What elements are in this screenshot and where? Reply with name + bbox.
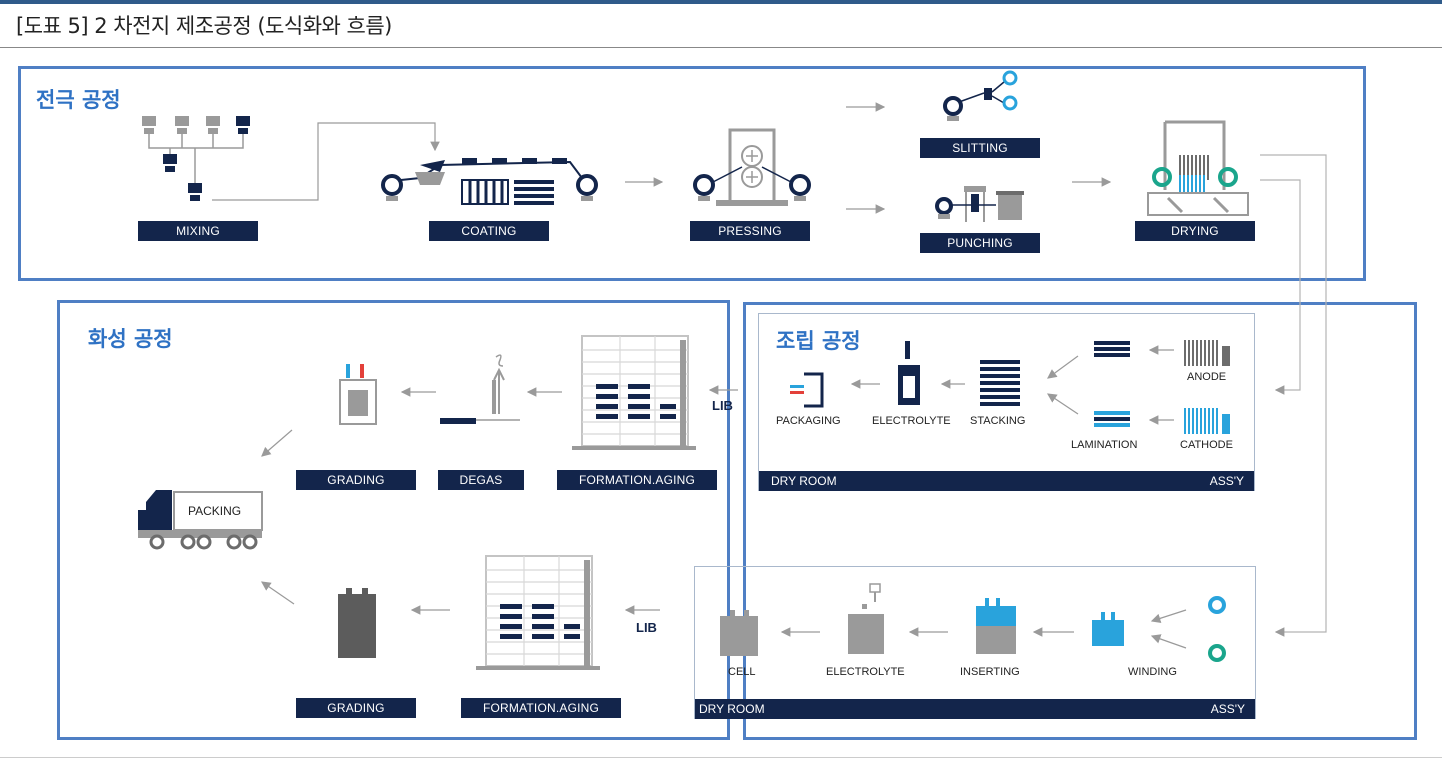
pressing-label: PRESSING — [690, 221, 810, 241]
electrolyte-top-illustration — [898, 341, 920, 405]
mixing-illustration — [142, 116, 250, 201]
lamination-illustration — [1094, 341, 1130, 427]
packaging-illustration — [790, 372, 824, 408]
dry-room-bottom-bar: DRY ROOM ASS'Y — [695, 699, 1255, 719]
formation-aging-bottom-illustration — [476, 555, 600, 670]
grading-bottom-illustration — [338, 588, 376, 658]
grading-top-label: GRADING — [296, 470, 416, 490]
cathode-caption: CATHODE — [1180, 439, 1233, 451]
inserting-illustration — [976, 598, 1016, 654]
electrolyte-bottom-illustration — [848, 583, 884, 654]
dry-room-top-text: DRY ROOM — [771, 474, 837, 488]
formation-aging-bottom-label: FORMATION.AGING — [461, 698, 621, 718]
winding-illustration — [1092, 596, 1226, 662]
footer-divider — [0, 757, 1442, 758]
stacking-illustration — [980, 360, 1020, 406]
grading-top-illustration — [339, 364, 377, 425]
winding-caption: WINDING — [1128, 666, 1177, 678]
formation-process-frame — [57, 300, 730, 740]
assy-top-text: ASS'Y — [1209, 474, 1244, 488]
electrolyte-bottom-caption: ELECTROLYTE — [826, 666, 905, 678]
figure-title: [도표 5] 2 차전지 제조공정 (도식화와 흐름) — [16, 14, 392, 38]
slitting-illustration — [943, 70, 1018, 121]
lib-bottom-label: LIB — [636, 620, 657, 635]
degas-illustration — [440, 354, 520, 424]
packaging-caption: PACKAGING — [776, 415, 841, 427]
electrode-process-frame — [18, 66, 1366, 281]
truck-illustration — [138, 490, 263, 550]
pressing-illustration — [693, 128, 811, 206]
electrolyte-top-caption: ELECTROLYTE — [872, 415, 951, 427]
formation-aging-top-label: FORMATION.AGING — [557, 470, 717, 490]
packing-caption: PACKING — [188, 504, 242, 518]
cell-illustration — [720, 610, 758, 656]
coating-label: COATING — [429, 221, 549, 241]
slitting-label: SLITTING — [920, 138, 1040, 158]
assembly-process-frame — [743, 302, 1417, 740]
assembly-process-title: 조립 공정 — [776, 329, 861, 353]
assy-bottom-text: ASS'Y — [1210, 702, 1245, 716]
header-divider — [0, 47, 1442, 48]
anode-illustration — [1184, 340, 1230, 366]
dry-room-top-bar: DRY ROOM ASS'Y — [759, 471, 1254, 491]
grading-bottom-label: GRADING — [296, 698, 416, 718]
lamination-caption: LAMINATION — [1071, 439, 1138, 451]
degas-label: DEGAS — [438, 470, 524, 490]
cathode-illustration — [1184, 408, 1230, 434]
formation-process-title: 화성 공정 — [88, 327, 173, 351]
punching-illustration — [935, 186, 1024, 222]
stacking-caption: STACKING — [970, 415, 1026, 427]
top-rule — [0, 0, 1442, 4]
formation-aging-top-illustration — [572, 335, 696, 450]
mixing-label: MIXING — [138, 221, 258, 241]
inserting-caption: INSERTING — [960, 666, 1020, 678]
anode-caption: ANODE — [1187, 371, 1227, 383]
dry-room-bottom-text: DRY ROOM — [699, 702, 765, 716]
drying-label: DRYING — [1135, 221, 1255, 241]
electrode-process-title: 전극 공정 — [36, 88, 121, 112]
coating-illustration — [381, 158, 598, 205]
drying-illustration — [1147, 120, 1249, 216]
punching-label: PUNCHING — [920, 233, 1040, 253]
cell-caption: CELL — [728, 666, 756, 678]
lib-top-label: LIB — [712, 398, 733, 413]
